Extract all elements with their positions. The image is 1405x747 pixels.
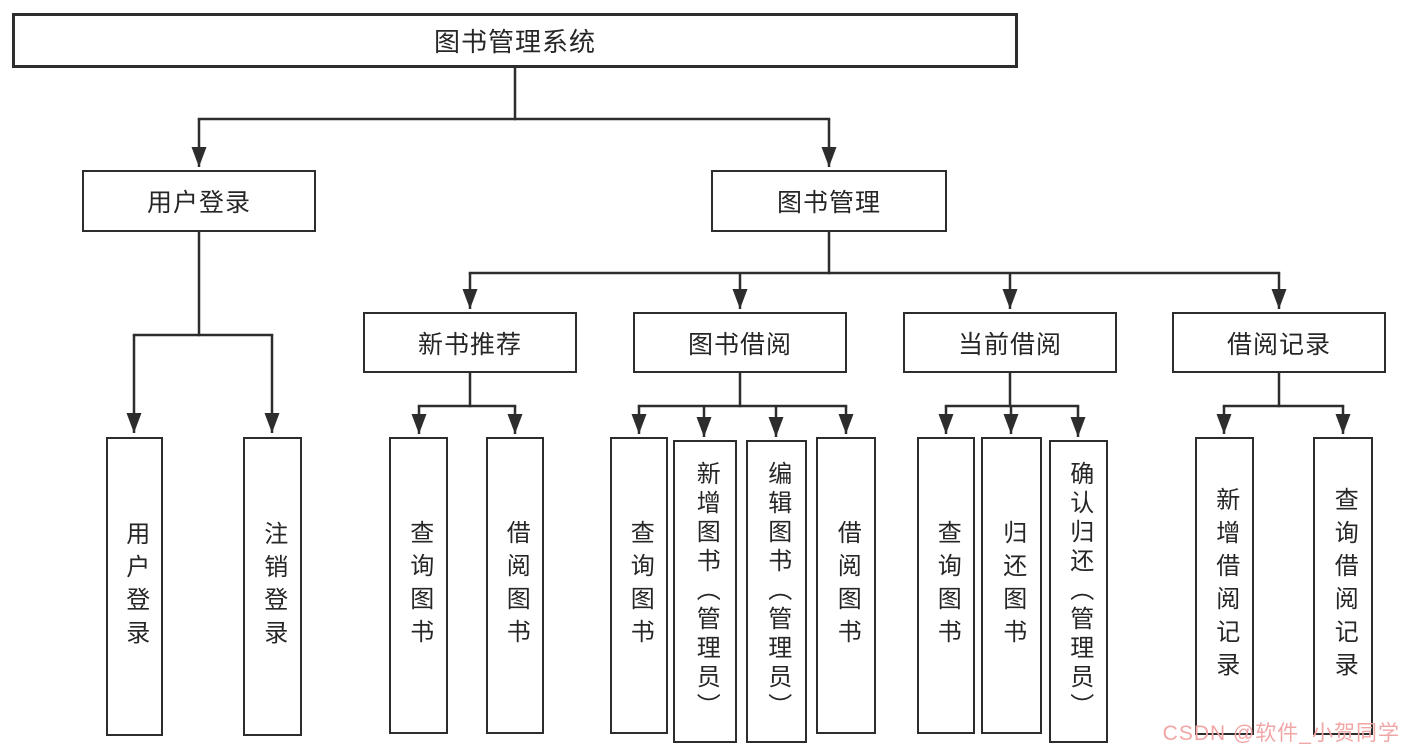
leaf-user-login-label: 用户登录 — [121, 520, 149, 653]
leaf-newbook-query-books-label: 查询图书 — [405, 519, 433, 652]
leaf-add-book-admin: 新增图书（管理员） — [673, 440, 737, 743]
node-current-borrowing: 当前借阅 — [903, 312, 1117, 373]
leaf-newbook-borrow-books: 借阅图书 — [486, 437, 544, 734]
node-book-borrowing: 图书借阅 — [633, 312, 847, 373]
leaf-add-borrow-record-label: 新增借阅记录 — [1211, 487, 1239, 685]
leaf-newbook-borrow-books-label: 借阅图书 — [502, 519, 530, 652]
node-borrowing-records: 借阅记录 — [1172, 312, 1386, 373]
leaf-logout-login-label: 注销登录 — [259, 520, 287, 653]
leaf-confirm-return-admin-label: 确认归还（管理员） — [1065, 461, 1093, 722]
leaf-newbook-query-books: 查询图书 — [389, 437, 448, 734]
leaf-query-borrow-record-label: 查询借阅记录 — [1330, 487, 1358, 685]
node-library-system: 图书管理系统 — [12, 13, 1018, 68]
leaf-edit-book-admin-label: 编辑图书（管理员） — [763, 461, 791, 722]
leaf-borrowing-query-books: 查询图书 — [610, 437, 668, 734]
leaf-add-book-admin-label: 新增图书（管理员） — [692, 461, 720, 722]
leaf-add-borrow-record: 新增借阅记录 — [1195, 437, 1254, 735]
leaf-borrowing-query-books-label: 查询图书 — [626, 519, 654, 652]
node-user-login: 用户登录 — [82, 170, 316, 232]
leaf-current-query-books-label: 查询图书 — [933, 519, 961, 652]
leaf-borrowing-borrow-books: 借阅图书 — [816, 437, 876, 734]
leaf-return-books-label: 归还图书 — [998, 519, 1026, 652]
leaf-confirm-return-admin: 确认归还（管理员） — [1049, 440, 1108, 743]
leaf-query-borrow-record: 查询借阅记录 — [1313, 437, 1373, 735]
node-book-management: 图书管理 — [711, 170, 947, 232]
leaf-current-query-books: 查询图书 — [917, 437, 975, 734]
node-new-book-recommend: 新书推荐 — [363, 312, 577, 373]
leaf-user-login: 用户登录 — [106, 437, 163, 736]
leaf-borrowing-borrow-books-label: 借阅图书 — [833, 519, 861, 652]
leaf-edit-book-admin: 编辑图书（管理员） — [746, 440, 807, 743]
leaf-return-books: 归还图书 — [981, 437, 1042, 734]
leaf-logout-login: 注销登录 — [243, 437, 302, 736]
